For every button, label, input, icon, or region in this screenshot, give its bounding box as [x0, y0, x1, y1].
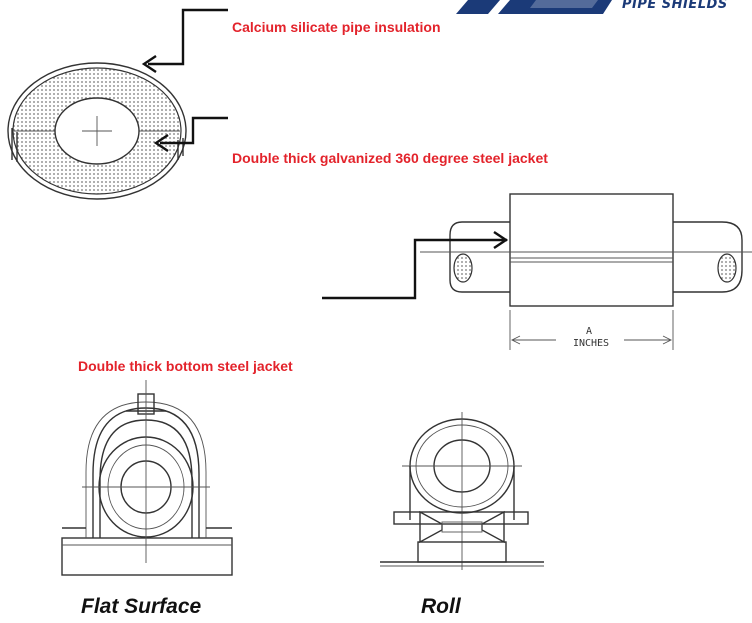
roll-caption: Roll	[421, 595, 461, 618]
dimension-unit: INCHES	[573, 338, 609, 349]
insulation-label: Calcium silicate pipe insulation	[232, 19, 441, 35]
logo-mark	[456, 0, 612, 14]
shield-body	[509, 193, 674, 307]
bottom-jacket-leader	[322, 231, 509, 300]
roll-support	[380, 412, 544, 570]
jacket-360-leader	[153, 116, 228, 152]
bottom-jacket-label: Double thick bottom steel jacket	[78, 358, 293, 374]
side-view: A INCHES	[420, 193, 752, 350]
steel-jacket-outline	[7, 62, 187, 200]
jacket-360-label: Double thick galvanized 360 degree steel…	[232, 150, 548, 166]
insulation-leader	[141, 8, 228, 73]
logo-text: PIPE SHIELDS	[622, 0, 728, 12]
dimension-symbol: A	[586, 326, 592, 337]
flat-surface-caption: Flat Surface	[81, 595, 202, 618]
cross-section-view	[7, 62, 187, 200]
flat-surface-support	[61, 380, 233, 576]
